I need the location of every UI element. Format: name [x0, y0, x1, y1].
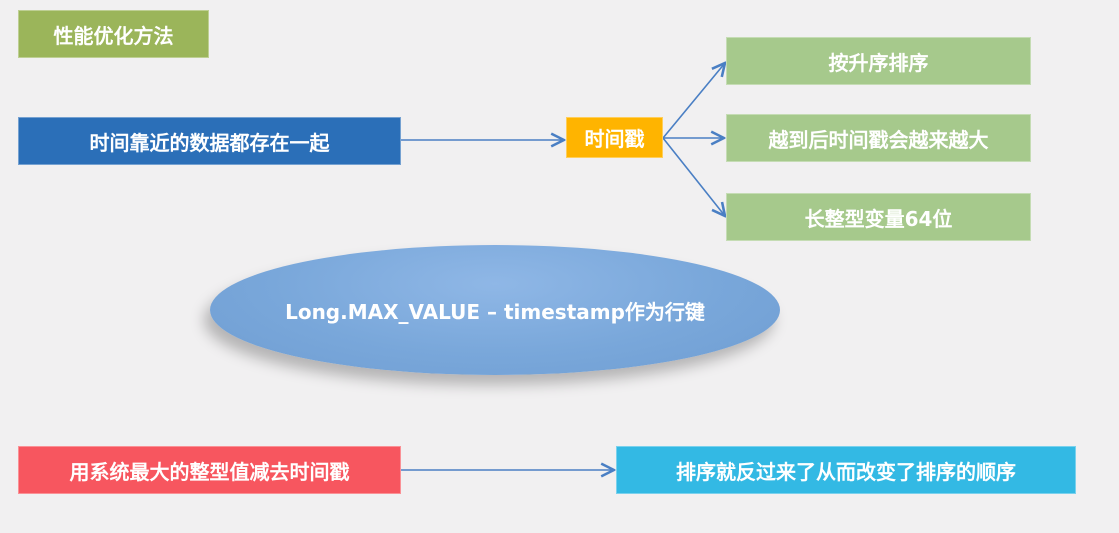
branch-box-increasing-timestamp: 越到后时间戳会越来越大	[726, 114, 1031, 162]
timestamp-box: 时间戳	[566, 117, 663, 158]
arrow-timestamp-to-branch-1	[662, 63, 725, 139]
source-concept-box: 时间靠近的数据都存在一起	[18, 117, 401, 165]
branch-box-long-64bit: 长整型变量64位	[726, 193, 1031, 241]
branch-box-ascending-sort: 按升序排序	[726, 37, 1031, 85]
reversed-order-box: 排序就反过来了从而改变了排序的顺序	[616, 446, 1076, 494]
page-title: 性能优化方法	[18, 10, 209, 58]
row-key-ellipse-label: Long.MAX_VALUE – timestamp作为行键	[210, 245, 780, 375]
row-key-ellipse: Long.MAX_VALUE – timestamp作为行键	[210, 245, 780, 375]
subtract-timestamp-box: 用系统最大的整型值减去时间戳	[18, 446, 401, 494]
arrow-timestamp-to-branch-3	[662, 137, 725, 216]
